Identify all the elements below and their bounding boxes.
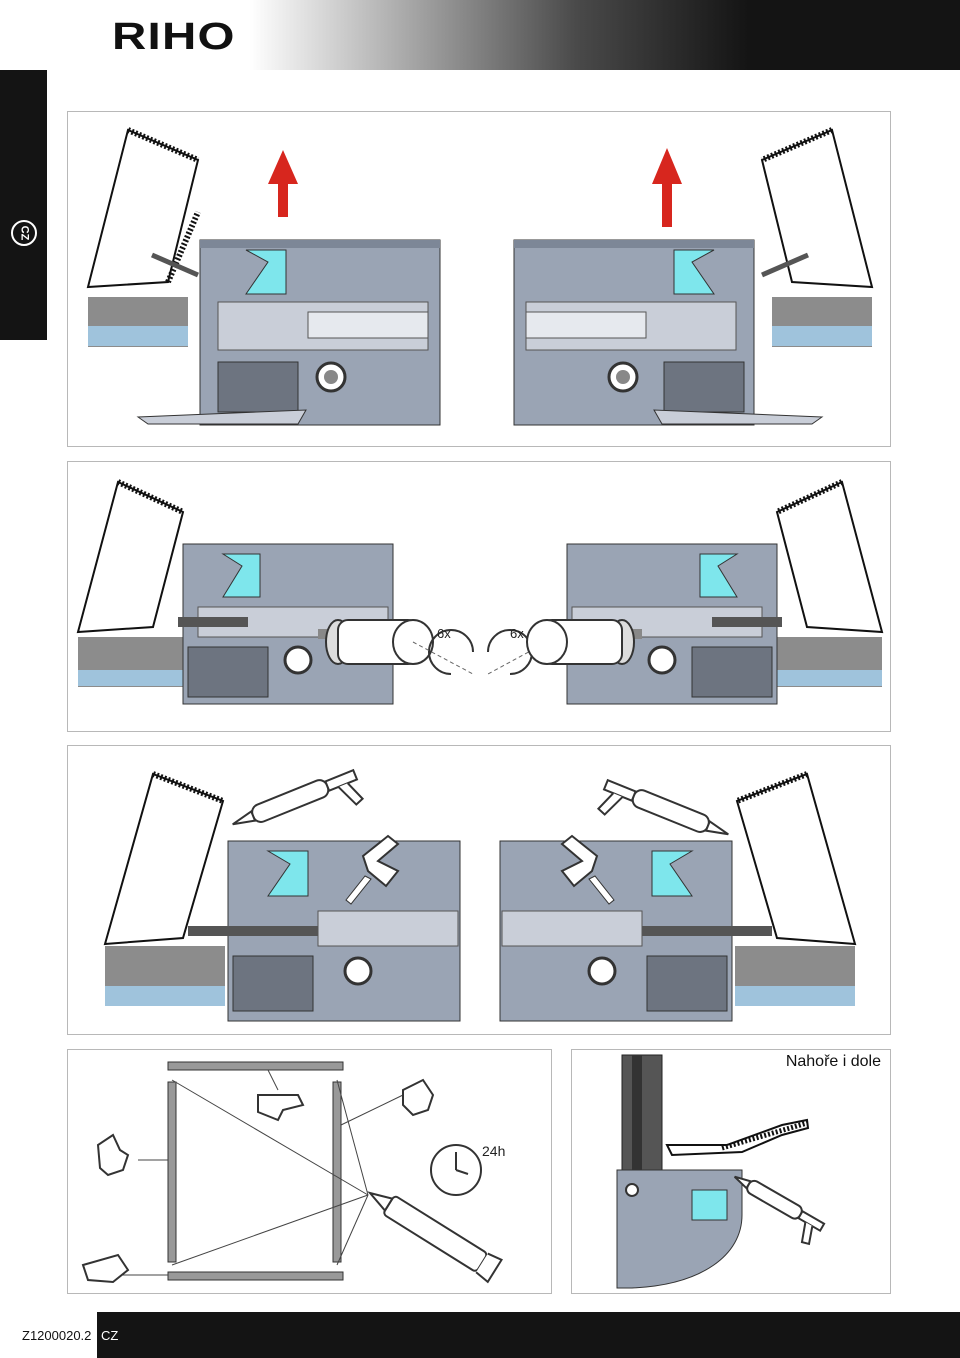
footer-language: CZ: [101, 1328, 119, 1343]
turns-label-left: 6x: [437, 626, 451, 641]
brand-logo: RIHO: [112, 16, 236, 58]
sealant-gun-icon: [596, 778, 729, 836]
sealant-gun-icon: [232, 768, 365, 826]
seal-profile-icon: [81, 1078, 435, 1284]
footer-bar: [97, 1312, 960, 1358]
step-4-glue-seals: 24h: [67, 1049, 552, 1294]
rotate-icon: [487, 629, 533, 675]
rotate-icon: [428, 629, 474, 675]
clock-icon: [430, 1144, 482, 1196]
step-1-remove-profile: [67, 111, 891, 447]
drying-time-label: 24h: [482, 1143, 506, 1159]
glue-tube-icon: [367, 1191, 503, 1284]
turns-label-right: 6x: [510, 626, 524, 641]
step-3-insert-seal: [67, 745, 891, 1035]
seal-profile-icon: [361, 834, 400, 888]
seal-profile-icon: [560, 834, 599, 888]
language-badge: CZ: [11, 220, 37, 246]
right-profile-assembly: [513, 127, 874, 426]
right-profile-assembly: [526, 479, 884, 705]
language-tab: CZ: [0, 70, 47, 340]
left-profile-assembly: [76, 479, 434, 705]
document-code: Z1200020.2: [22, 1328, 92, 1343]
arrow-up-icon: [268, 150, 298, 217]
sealant-gun-icon: [733, 1175, 826, 1246]
right-profile-assembly: [499, 771, 857, 1022]
arrow-up-icon: [652, 148, 682, 227]
left-profile-assembly: [86, 127, 441, 426]
header-bar: [0, 0, 960, 70]
position-note: Nahoře i dole: [785, 1053, 881, 1070]
step-2-unscrew: 6x 6x: [67, 461, 891, 732]
step-5-detail: Nahoře i dole: [571, 1049, 891, 1294]
left-profile-assembly: [103, 771, 461, 1022]
language-code: CZ: [17, 225, 30, 241]
